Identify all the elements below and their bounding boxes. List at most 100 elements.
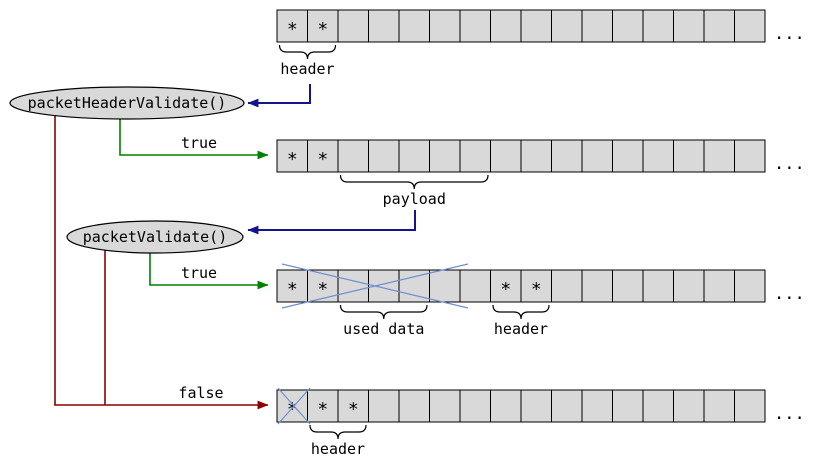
packet-row-initial-buffer: * *... header [276,9,805,78]
byte-cell [398,389,430,423]
byte-cell [520,269,552,303]
underbrace [492,304,550,320]
cross-out-line [281,263,469,309]
byte-cell [490,389,522,423]
byte-cell [307,9,339,43]
packet-row-header-valid-buffer: * *... payload [276,139,805,208]
ellipsis: ... [774,154,805,174]
byte-cell [612,389,644,423]
edge-packet-header-validate-true: true [119,119,269,160]
star-marker: * [317,19,328,40]
edge-packet-validate-true: true [149,253,269,290]
edge-label: false [178,384,223,402]
byte-cell [581,139,613,173]
edge-line [149,253,269,290]
annotation-label: header [494,320,548,338]
byte-cell [337,139,369,173]
flow-edges: true true false [54,84,416,410]
byte-cell [337,269,369,303]
byte-cell [520,9,552,43]
star-marker: * [317,149,328,170]
underbrace [339,174,489,190]
node-packet-header-validate: packetHeaderValidate() [9,86,245,120]
byte-cell [490,9,522,43]
annotation-label: payload [383,190,446,208]
node-label: packetValidate() [83,228,228,246]
node-ellipse [9,86,245,120]
node-label: packetHeaderValidate() [28,94,227,112]
star-marker: * [500,279,511,300]
byte-cell [368,9,400,43]
byte-cell [520,389,552,423]
byte-cell [551,269,583,303]
byte-cell [703,139,735,173]
function-nodes: packetHeaderValidate() packetValidate() [9,86,245,254]
byte-cell [612,139,644,173]
ellipsis: ... [774,284,805,304]
annotation-label: header [311,440,365,458]
ellipsis: ... [774,404,805,424]
byte-cell [459,389,491,423]
byte-cell [581,269,613,303]
byte-cell [337,9,369,43]
byte-cell [703,389,735,423]
byte-cell [642,389,674,423]
byte-cell [276,139,308,173]
byte-cell [398,9,430,43]
byte-cell [490,139,522,173]
byte-cell [276,269,308,303]
edge-label: true [181,134,217,152]
byte-cell [642,269,674,303]
byte-cell [429,139,461,173]
underbrace [309,424,367,440]
byte-cell [337,389,369,423]
byte-cell [673,139,705,173]
annotation-label: header [280,60,334,78]
byte-cell [734,139,766,173]
annotation-label: used data [343,320,424,338]
packet-row-invalid-buffer: * * *... header [276,387,805,458]
byte-cell [551,389,583,423]
byte-cell [520,139,552,173]
edge-label: true [181,264,217,282]
star-marker: * [317,279,328,300]
star-marker: * [317,399,328,420]
node-ellipse [66,220,244,254]
byte-cell [703,269,735,303]
byte-cell [398,269,430,303]
packet-rows: * *... header * *... payload * * * *... used data h… [276,9,805,458]
star-marker: * [287,279,298,300]
byte-cell [429,389,461,423]
byte-cell [368,389,400,423]
byte-cell [459,269,491,303]
byte-cell [368,139,400,173]
edge-line [247,84,311,108]
byte-cell [673,389,705,423]
star-marker: * [287,149,298,170]
star-marker: * [348,399,359,420]
edge-header-to-packet-header-validate [247,84,311,108]
edge-line [119,119,269,160]
star-marker: * [287,399,298,420]
star-marker: * [531,279,542,300]
cross-out-line [277,387,311,425]
byte-cell [612,9,644,43]
packet-row-packet-valid-buffer: * * * *... used data header [276,263,805,338]
byte-cell [551,9,583,43]
byte-cell [734,9,766,43]
byte-cell [459,139,491,173]
byte-cell [490,269,522,303]
underbrace [278,44,337,60]
byte-cell [581,389,613,423]
byte-cell [734,389,766,423]
byte-cell [429,269,461,303]
star-marker: * [287,19,298,40]
node-packet-validate: packetValidate() [66,220,244,254]
byte-cell [307,269,339,303]
byte-cell [276,9,308,43]
byte-cell [612,269,644,303]
ellipsis: ... [774,24,805,44]
byte-cell [551,139,583,173]
